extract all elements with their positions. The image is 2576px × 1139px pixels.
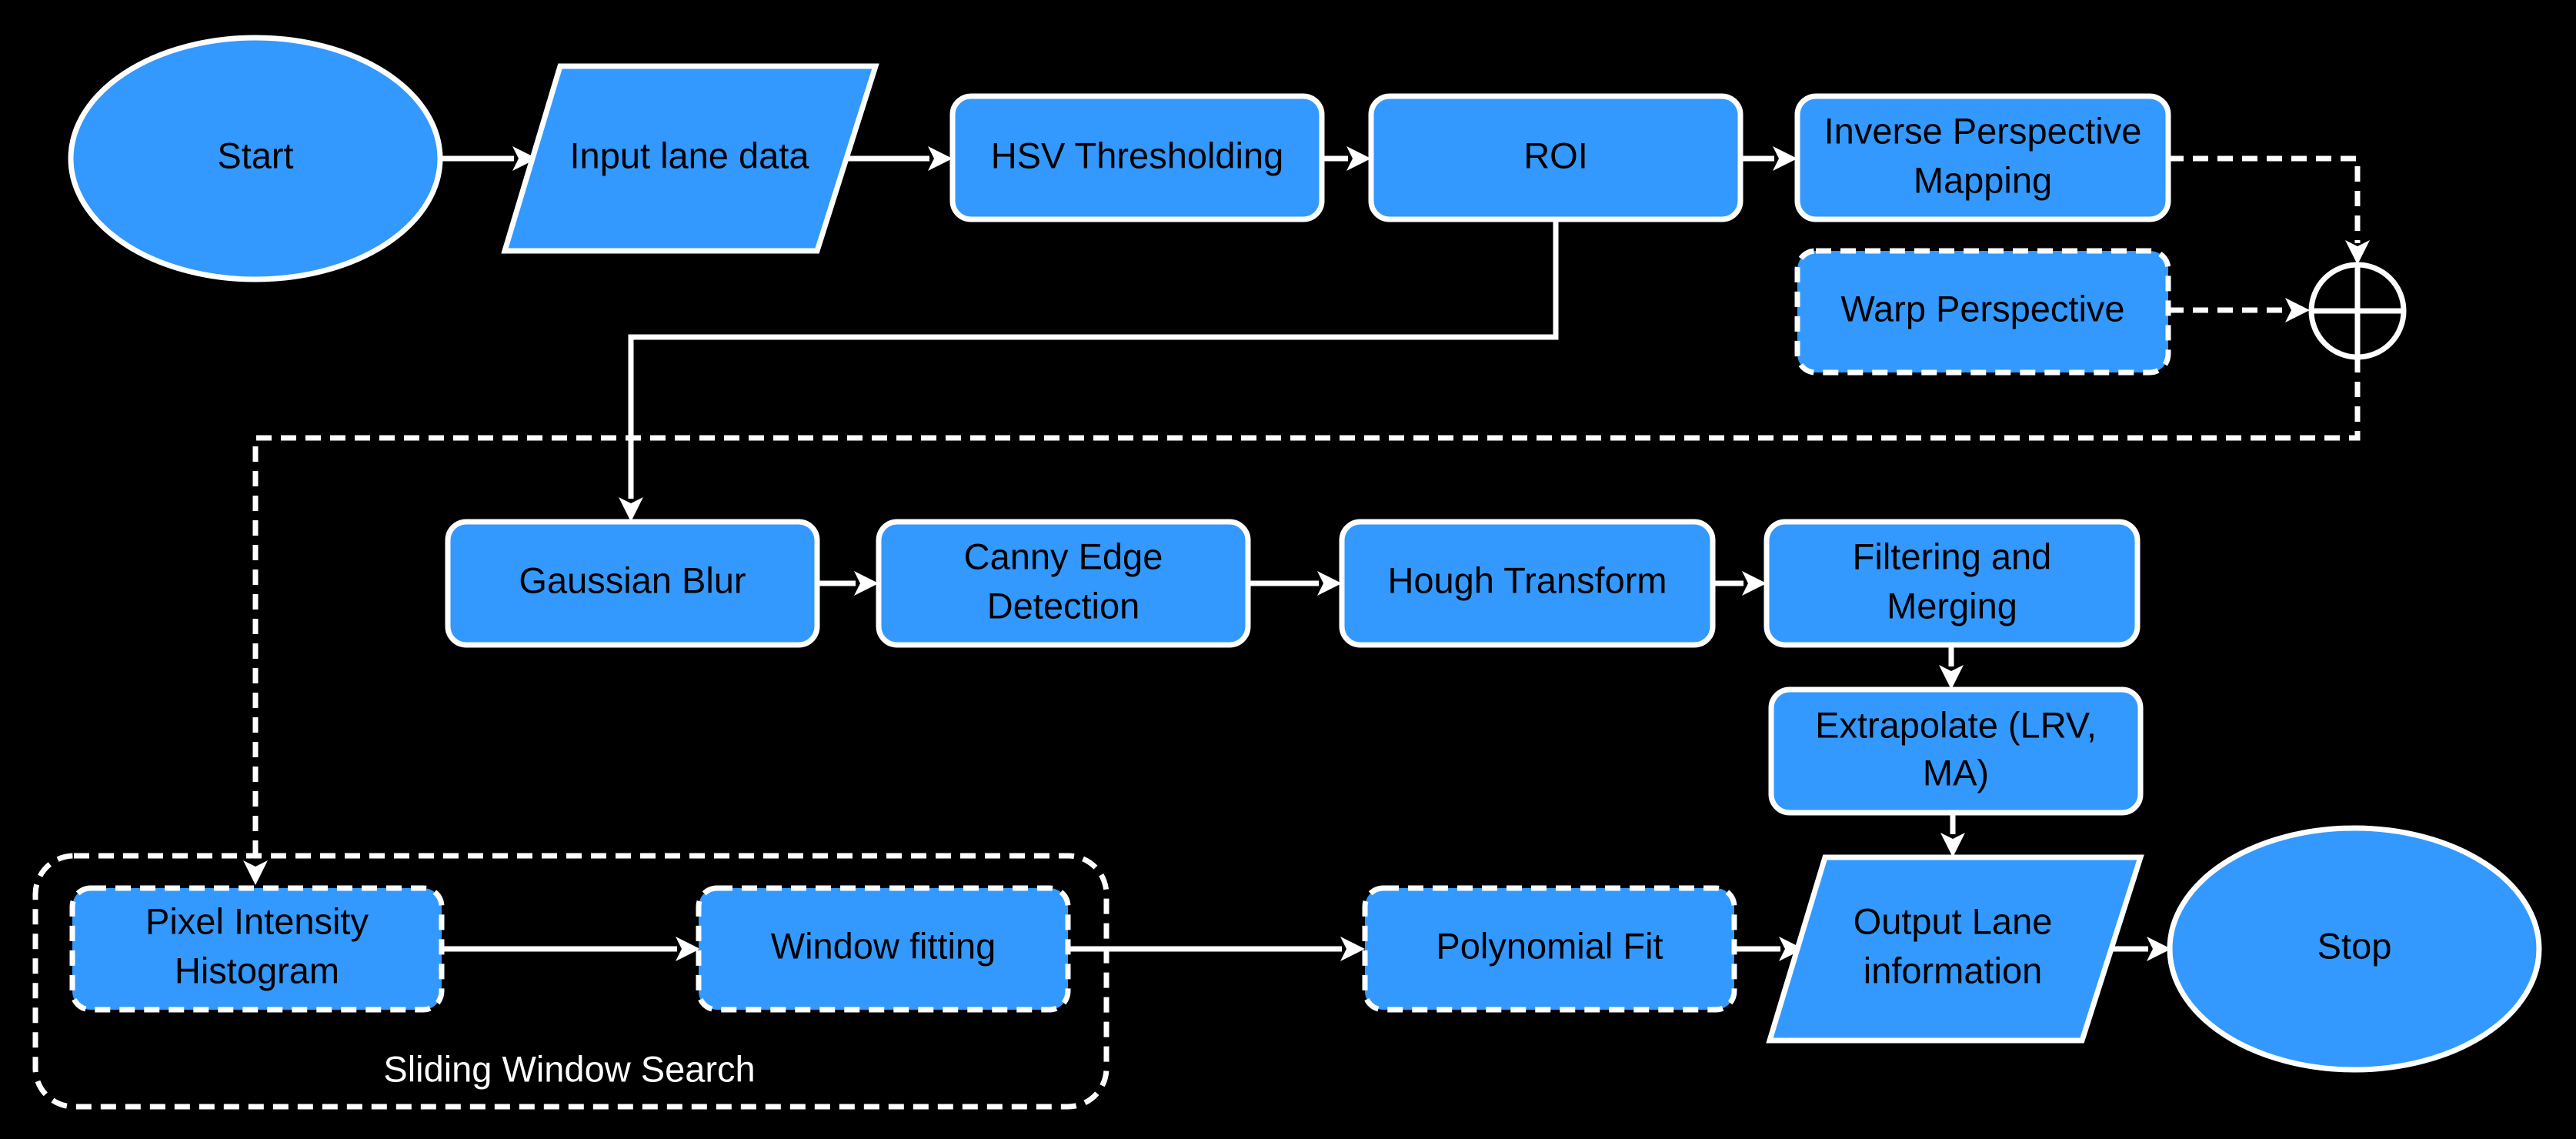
node-gaussian-label: Gaussian Blur xyxy=(519,559,746,600)
node-start-label: Start xyxy=(217,135,293,175)
arrowhead xyxy=(1317,571,1342,596)
arrowhead xyxy=(1742,571,1767,596)
node-hough-transform: Hough Transform xyxy=(1339,519,1716,648)
edges xyxy=(243,146,2370,961)
arrowhead xyxy=(1940,833,1965,857)
sliding-window-group xyxy=(32,853,1109,1110)
node-stop-label: Stop xyxy=(2317,925,2392,966)
combiner-node xyxy=(2308,262,2407,360)
edge-combiner-histogram xyxy=(252,357,2361,862)
node-inverse-perspective-mapping: Inverse Perspective Mapping xyxy=(1794,93,2171,222)
sliding-window-group-label: Sliding Window Search xyxy=(383,1048,755,1089)
node-filter-label-line2: Merging xyxy=(1887,585,2017,626)
arrowhead xyxy=(854,571,879,596)
arrowhead xyxy=(1939,665,1964,690)
node-output-label-line1: Output Lane xyxy=(1854,900,2053,941)
node-extrapolate-label-line1: Extrapolate (LRV, xyxy=(1815,704,2097,745)
node-ipm-label-line2: Mapping xyxy=(1914,159,2052,200)
node-filter-label-line1: Filtering and xyxy=(1853,536,2052,576)
node-output-lane-information: Output Lane information xyxy=(1766,854,2144,1044)
arrowhead xyxy=(1340,937,1365,961)
node-roi-label: ROI xyxy=(1523,135,1588,175)
node-window-label: Window fitting xyxy=(771,925,996,966)
arrowhead xyxy=(619,497,643,522)
node-canny-label-line2: Detection xyxy=(987,585,1140,626)
node-filtering-merging: Filtering and Merging xyxy=(1763,519,2141,648)
arrowhead xyxy=(512,146,537,171)
node-window-fitting: Window fitting xyxy=(696,885,1071,1013)
node-hsv-label: HSV Thresholding xyxy=(991,135,1284,175)
edge-ipm-combiner xyxy=(2168,155,2361,243)
arrowhead xyxy=(928,146,953,171)
node-canny-label-line1: Canny Edge xyxy=(964,536,1163,576)
node-extrapolate: Extrapolate (LRV, MA) xyxy=(1768,686,2144,816)
arrowhead xyxy=(2285,298,2310,322)
node-polynomial-fit: Polynomial Fit xyxy=(1362,885,1737,1013)
node-poly-label: Polynomial Fit xyxy=(1436,925,1663,966)
node-hough-label: Hough Transform xyxy=(1387,559,1667,600)
node-canny-edge-detection: Canny Edge Detection xyxy=(876,519,1251,648)
node-start: Start xyxy=(68,35,443,282)
arrowhead xyxy=(243,860,268,885)
node-gaussian-blur: Gaussian Blur xyxy=(445,519,820,648)
arrowhead xyxy=(2147,937,2171,961)
node-output-label-line2: information xyxy=(1864,950,2043,990)
node-roi: ROI xyxy=(1368,93,1743,222)
node-warp-label: Warp Perspective xyxy=(1840,288,2124,329)
arrowhead xyxy=(1346,146,1371,171)
node-histogram-label-line2: Histogram xyxy=(175,950,339,990)
arrowhead xyxy=(1773,146,1797,171)
node-hsv-thresholding: HSV Thresholding xyxy=(949,93,1325,222)
edge-roi-gaussian xyxy=(628,222,1559,499)
node-stop: Stop xyxy=(2167,825,2542,1073)
node-ipm-label-line1: Inverse Perspective xyxy=(1824,110,2142,151)
node-pixel-intensity-histogram: Pixel Intensity Histogram xyxy=(69,885,445,1013)
arrowhead xyxy=(676,937,700,961)
arrowhead xyxy=(1779,937,1804,961)
node-extrapolate-label-line2: MA) xyxy=(1923,752,1989,793)
node-histogram-label-line1: Pixel Intensity xyxy=(145,900,369,941)
node-input-label: Input lane data xyxy=(570,135,810,175)
arrowhead xyxy=(2345,240,2370,265)
node-input-lane-data: Input lane data xyxy=(501,63,879,254)
node-warp-perspective: Warp Perspective xyxy=(1794,248,2171,376)
